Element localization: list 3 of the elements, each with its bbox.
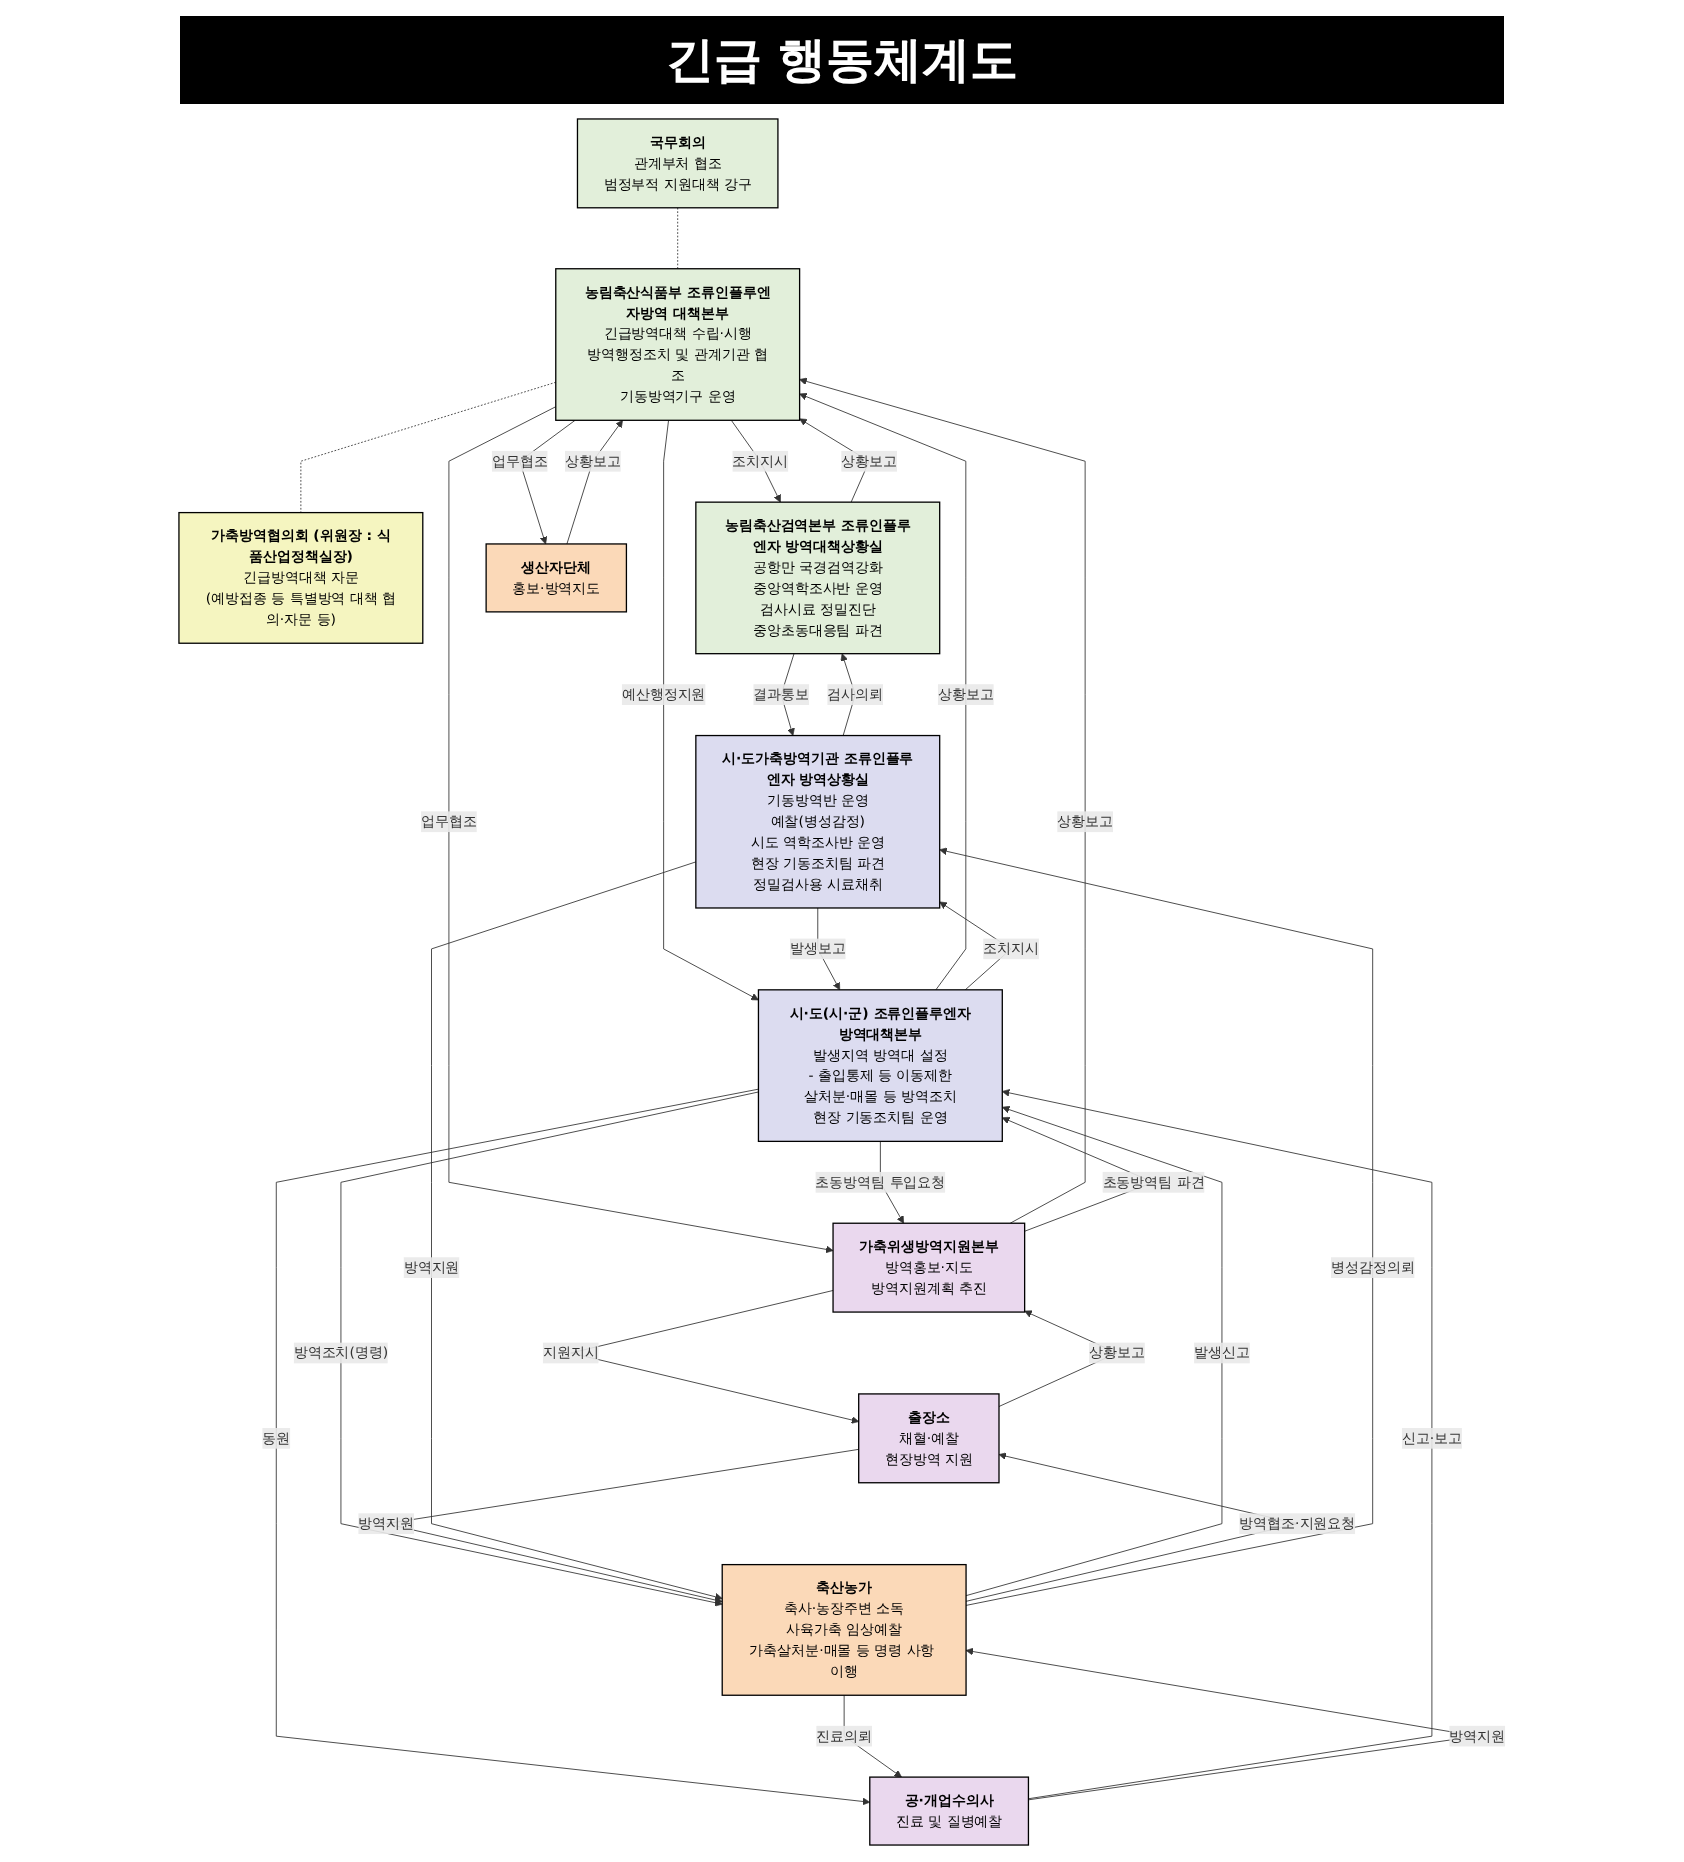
- connector: [677, 207, 679, 270]
- title-banner: 긴급 행동체계도: [180, 16, 1504, 104]
- connector: [300, 381, 557, 514]
